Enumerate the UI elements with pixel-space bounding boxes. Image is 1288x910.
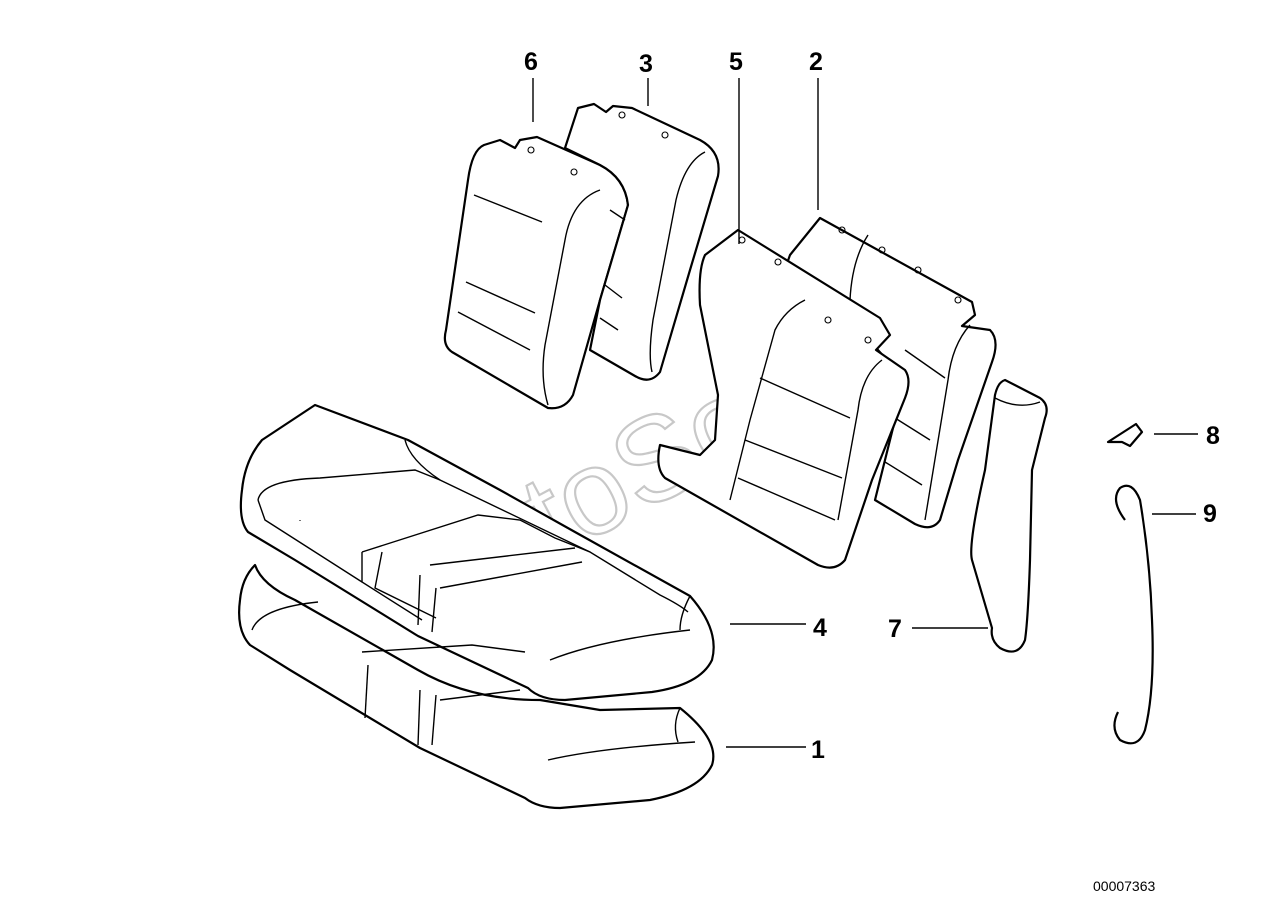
callout-5: 5 — [729, 48, 743, 76]
callout-9: 9 — [1203, 500, 1217, 528]
callout-6: 6 — [524, 48, 538, 76]
document-number: 00007363 — [1093, 878, 1156, 894]
callout-2: 2 — [809, 48, 823, 76]
part-5-backrest-cover-right — [657, 228, 910, 569]
callout-7: 7 — [888, 615, 902, 643]
callout-8: 8 — [1206, 422, 1220, 450]
callout-3: 3 — [639, 50, 653, 78]
part-8-clip — [1106, 422, 1144, 448]
leader-lines — [532, 78, 1198, 748]
part-1-seat-cushion — [238, 563, 715, 810]
part-4-seat-cover — [239, 403, 715, 702]
part-6-backrest-left — [443, 135, 630, 410]
part-7-side-bolster — [970, 378, 1048, 653]
part-3-backrest-frame — [563, 102, 720, 381]
callout-4: 4 — [813, 614, 827, 642]
callout-labels: 6 3 5 2 4 1 7 8 9 — [524, 48, 1220, 764]
callout-1: 1 — [811, 736, 825, 764]
part-9-spring-wire — [1113, 484, 1154, 745]
